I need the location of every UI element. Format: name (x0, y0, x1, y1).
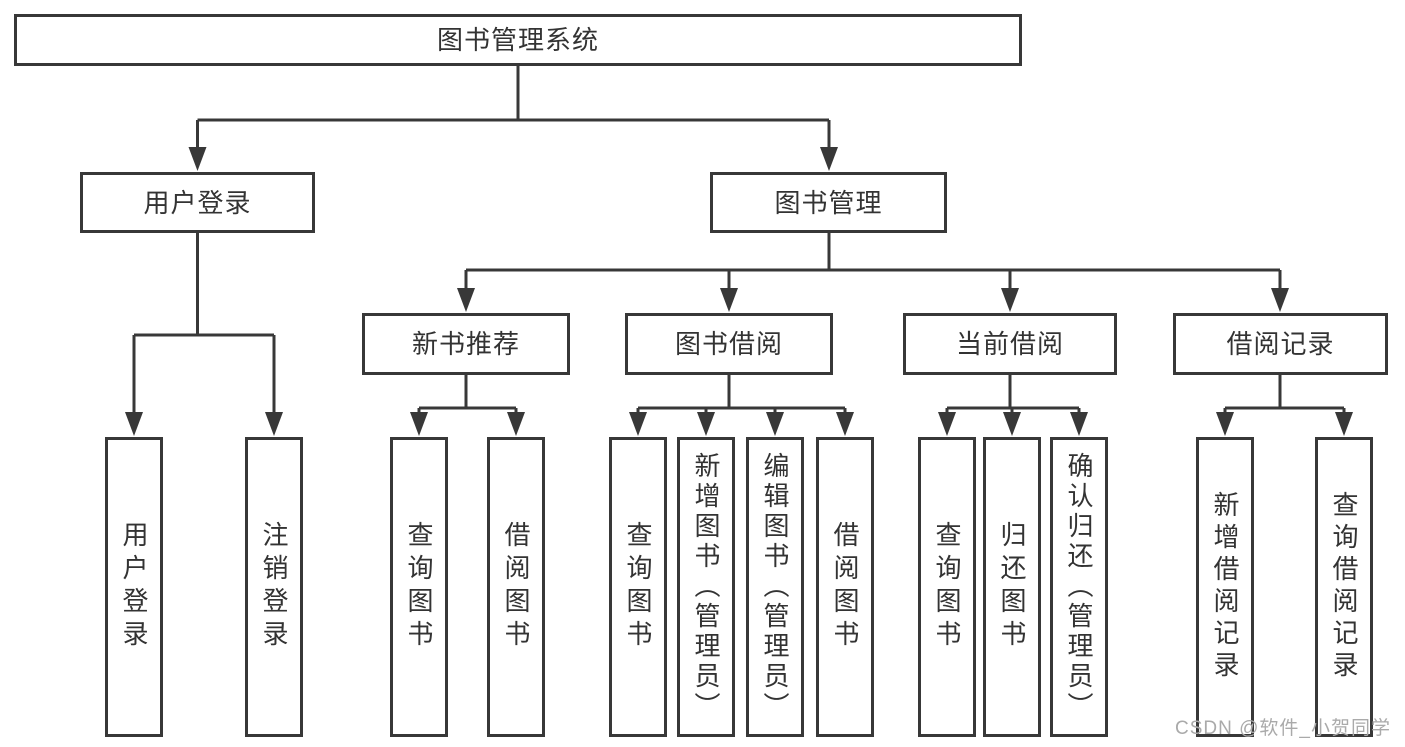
connector-strokes (132, 66, 1346, 416)
node-label: 当前借阅 (955, 329, 1064, 359)
node-label: 借阅记录 (1226, 329, 1335, 359)
node-label: 归还图书 (997, 521, 1027, 653)
node-label: 用户登录 (119, 521, 149, 653)
leaf-logout: 注销登录 (245, 437, 303, 737)
arrowhead-icons (125, 147, 1353, 436)
leaf-query-books-recommend: 查询图书 (390, 437, 448, 737)
node-book-management: 图书管理 (710, 172, 947, 233)
node-label: 确认归还（管理员） (1064, 452, 1094, 722)
leaf-edit-book-admin: 编辑图书（管理员） (746, 437, 804, 737)
node-label: 用户登录 (143, 187, 252, 218)
node-label: 新增图书（管理员） (691, 452, 721, 722)
leaf-query-books-borrowing: 查询图书 (609, 437, 667, 737)
node-label: 图书管理系统 (436, 25, 599, 55)
node-borrowing-records: 借阅记录 (1173, 313, 1388, 375)
watermark: CSDN @软件_小贺同学 (1175, 718, 1391, 739)
node-current-borrowing: 当前借阅 (903, 313, 1117, 375)
leaf-borrow-books-recommend: 借阅图书 (487, 437, 545, 737)
leaf-confirm-return-admin: 确认归还（管理员） (1050, 437, 1108, 737)
node-new-book-recommend: 新书推荐 (362, 313, 570, 375)
node-label: 新书推荐 (411, 329, 520, 359)
node-label: 编辑图书（管理员） (760, 452, 790, 722)
node-user-login: 用户登录 (80, 172, 315, 233)
node-label: 查询图书 (404, 521, 434, 653)
node-label: 查询图书 (623, 521, 653, 653)
leaf-borrow-books-2: 借阅图书 (816, 437, 874, 737)
node-library-system: 图书管理系统 (14, 14, 1022, 66)
leaf-add-book-admin: 新增图书（管理员） (677, 437, 735, 737)
leaf-add-borrow-record: 新增借阅记录 (1196, 437, 1254, 737)
node-label: 查询借阅记录 (1329, 491, 1359, 683)
leaf-query-books-current: 查询图书 (918, 437, 976, 737)
node-label: 新增借阅记录 (1210, 491, 1240, 683)
node-label: 借阅图书 (501, 521, 531, 653)
node-label: 查询图书 (932, 521, 962, 653)
leaf-query-borrow-record: 查询借阅记录 (1315, 437, 1373, 737)
node-label: 图书管理 (774, 187, 883, 218)
leaf-user-login: 用户登录 (105, 437, 163, 737)
leaf-return-books: 归还图书 (983, 437, 1041, 737)
node-label: 注销登录 (259, 521, 289, 653)
node-label: 借阅图书 (830, 521, 860, 653)
node-label: 图书借阅 (674, 329, 783, 359)
node-book-borrowing: 图书借阅 (625, 313, 833, 375)
